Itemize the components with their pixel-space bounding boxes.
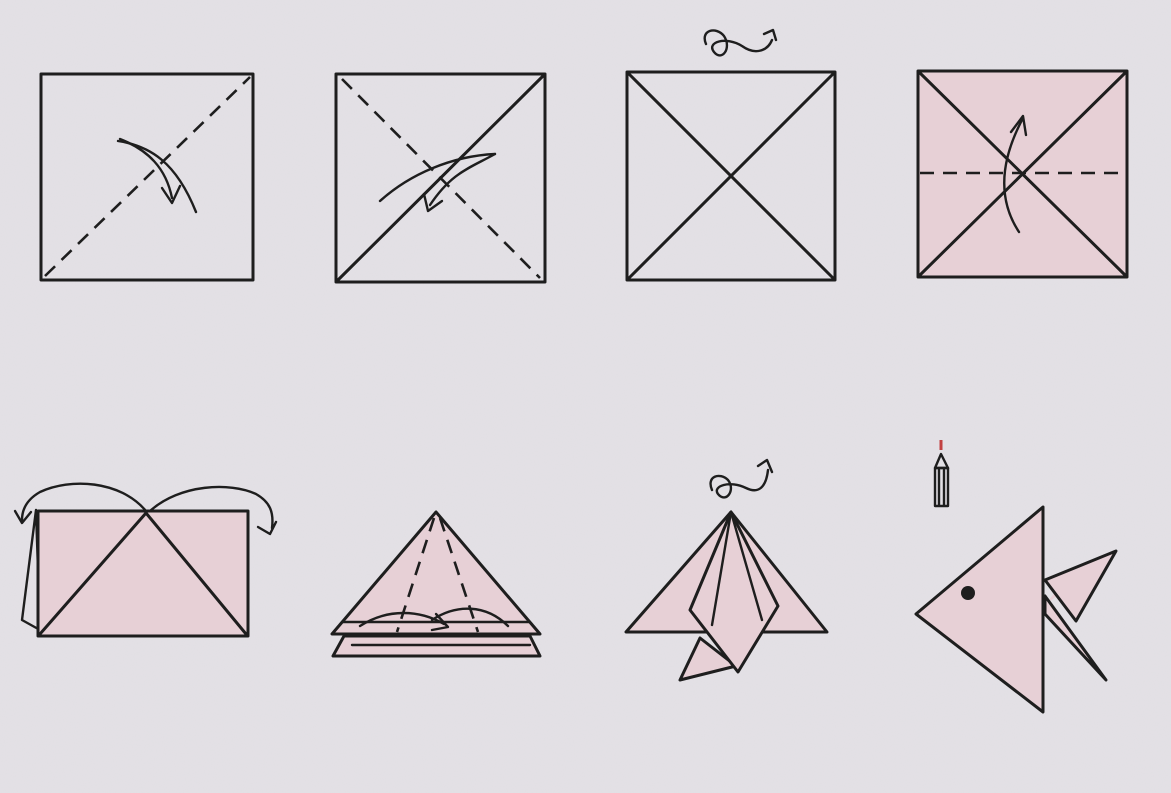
step-4-horizontal-fold: [918, 71, 1127, 277]
fish-eye: [961, 586, 975, 600]
